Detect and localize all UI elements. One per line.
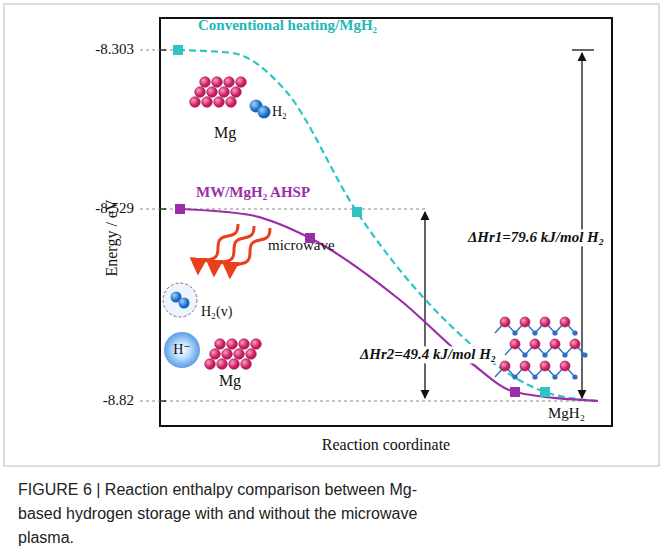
vibrating-h2 bbox=[163, 283, 197, 317]
chart-label: H⁻ bbox=[173, 342, 191, 358]
chart-label: H₂(v) bbox=[201, 304, 232, 320]
microwave-arrows bbox=[198, 224, 270, 276]
chart-label: -8.303 bbox=[95, 41, 134, 58]
chart-label: ΔHr1=79.6 kJ/mol H₂ bbox=[465, 229, 607, 246]
chart-label: H₂ bbox=[272, 104, 287, 120]
mgh2-crystal bbox=[495, 317, 588, 380]
mg-atoms bbox=[205, 339, 262, 370]
chart-label: Energy / eV bbox=[103, 199, 121, 276]
chart-label: microwave bbox=[268, 237, 335, 254]
chart-label: ΔHr2=49.4 kJ/mol H₂ bbox=[357, 346, 499, 363]
hydride-ion bbox=[164, 332, 200, 368]
figure-caption: FIGURE 6 | Reaction enthalpy comparison … bbox=[18, 478, 428, 550]
chart-label: MW/MgH₂ AHSP bbox=[196, 184, 310, 201]
h2-molecule bbox=[250, 100, 271, 119]
figure-border bbox=[4, 4, 659, 466]
state-markers bbox=[173, 45, 550, 397]
reference-lines bbox=[140, 50, 598, 401]
enthalpy-arrow bbox=[424, 212, 425, 398]
enthalpy-arrow bbox=[581, 53, 582, 398]
chart-label: Reaction coordinate bbox=[322, 436, 450, 454]
chart-label: -8.82 bbox=[103, 392, 134, 409]
mg-atoms bbox=[190, 77, 247, 108]
plot-frame bbox=[160, 18, 612, 426]
tick-marks bbox=[160, 50, 594, 401]
chart-label: MgH₂ bbox=[548, 405, 585, 422]
conventional-curve bbox=[178, 50, 598, 401]
chart-label: Conventional heating/MgH₂ bbox=[198, 17, 377, 34]
chart-label: Mg bbox=[219, 372, 241, 390]
chart-label: Mg bbox=[214, 124, 236, 142]
